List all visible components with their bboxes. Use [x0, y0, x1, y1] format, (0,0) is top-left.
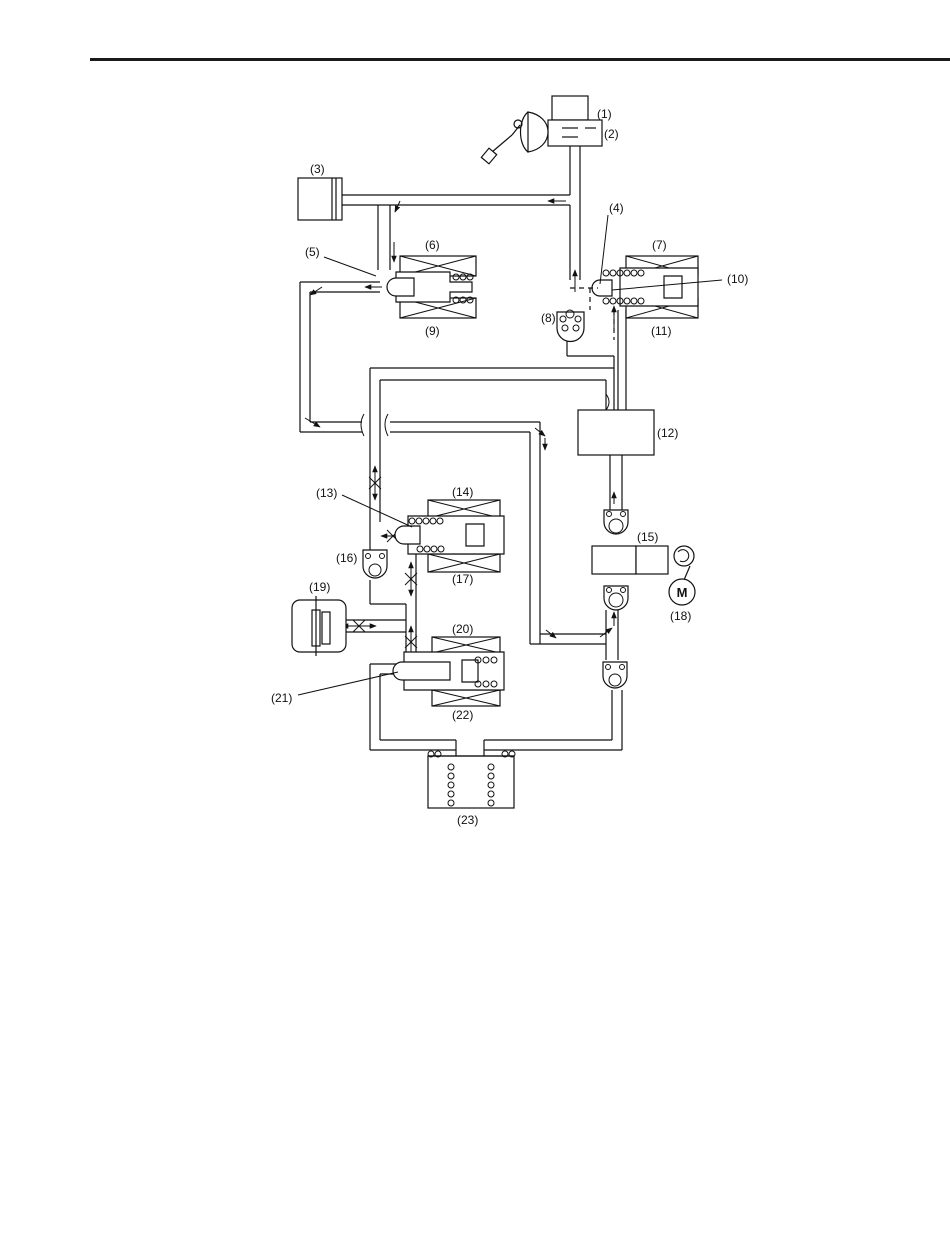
callout-7: (7) — [652, 238, 667, 252]
callout-5: (5) — [305, 245, 320, 259]
wheel-cylinder-19 — [292, 596, 346, 656]
pump-motor-18: M — [669, 546, 695, 605]
callout-14: (14) — [452, 485, 473, 499]
callout-labels: (1) (2) (3) (4) (5) (6) (7) (8) (9) (10)… — [271, 107, 748, 827]
master-cylinder — [548, 96, 602, 146]
callout-22: (22) — [452, 708, 473, 722]
brake-booster — [512, 112, 548, 152]
callout-13: (13) — [316, 486, 337, 500]
motor-symbol: M — [677, 585, 688, 600]
callout-21: (21) — [271, 691, 292, 705]
check-valve-16 — [363, 550, 387, 578]
solenoid-valve-20-22 — [393, 637, 504, 706]
callout-12: (12) — [657, 426, 678, 440]
callout-10: (10) — [727, 272, 748, 286]
callout-19: (19) — [309, 580, 330, 594]
callout-6: (6) — [425, 238, 440, 252]
callout-1: (1) — [597, 107, 612, 121]
callout-18: (18) — [670, 609, 691, 623]
callout-11: (11) — [651, 324, 671, 338]
callout-16: (16) — [336, 551, 357, 565]
callout-23: (23) — [457, 813, 478, 827]
callout-8: (8) — [541, 311, 556, 325]
check-valve-8 — [557, 310, 584, 342]
reservoir-23 — [428, 751, 515, 808]
callout-17: (17) — [452, 572, 473, 586]
solenoid-valve-6-9 — [387, 256, 476, 318]
brake-pedal — [481, 135, 512, 164]
solenoid-valve-7-11 — [570, 256, 698, 340]
callout-15: (15) — [637, 530, 658, 544]
low-pressure-reservoir-3 — [298, 178, 342, 220]
damper-chamber-12 — [578, 410, 654, 455]
callout-9: (9) — [425, 324, 440, 338]
pump-15 — [592, 510, 668, 610]
check-valve-lower-right — [603, 662, 627, 688]
callout-4: (4) — [609, 201, 624, 215]
callout-20: (20) — [452, 622, 473, 636]
callout-2: (2) — [604, 127, 619, 141]
solenoid-valve-14-17 — [395, 500, 504, 572]
callout-3: (3) — [310, 162, 325, 176]
pipe-break-marks — [361, 394, 609, 436]
